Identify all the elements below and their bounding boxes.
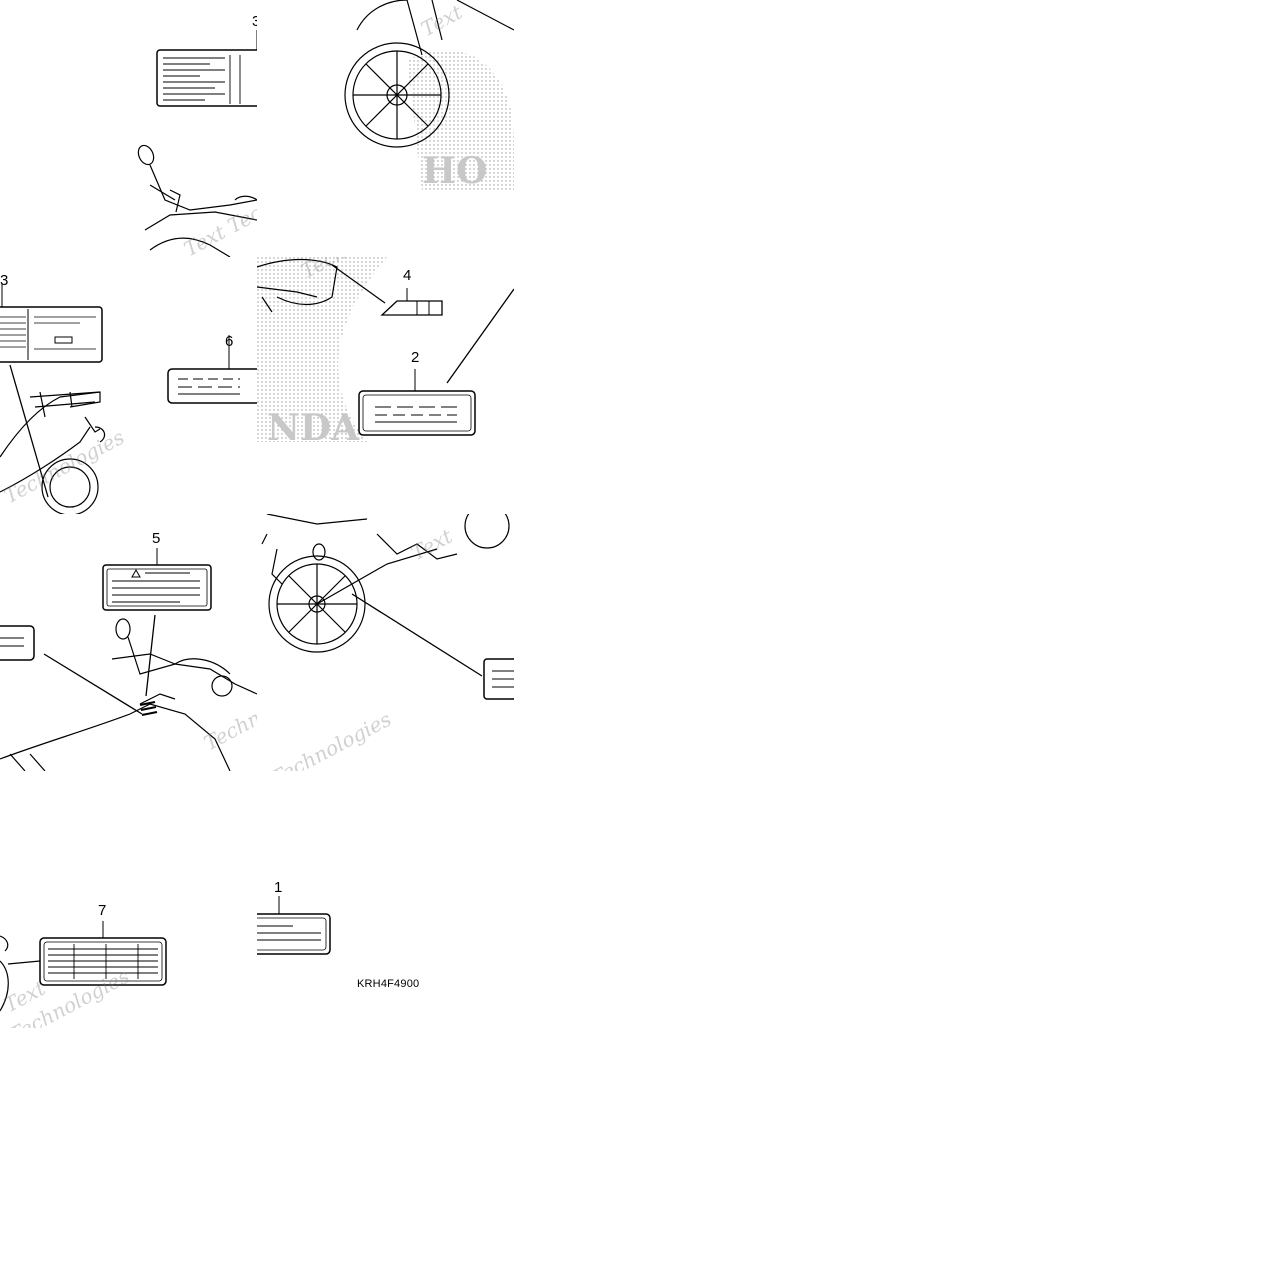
label-1-sketch xyxy=(257,896,331,955)
rear-wheel-sketch xyxy=(261,514,514,700)
diagram-tile-r2c0: 5 Technologies xyxy=(0,514,257,771)
frame-label-sketch xyxy=(0,921,167,1012)
svg-text:NDA: NDA xyxy=(267,407,360,449)
diagram-tile-r3c0: 7 Text Technologies xyxy=(0,771,257,1028)
callout-4: 4 xyxy=(403,267,412,284)
callout-2: 2 xyxy=(411,349,420,366)
diagram-part-code: KRH4F4900 xyxy=(357,978,420,990)
rear-carrier-sketch xyxy=(0,283,257,514)
front-wheel-sketch: HO xyxy=(344,0,514,192)
diagram-tile-r1c1: NDA 4 2 Technologies xyxy=(257,257,514,514)
callout-3-top: 3 xyxy=(252,13,257,30)
diagram-tile-r1c0: 3 6 Technologies xyxy=(0,257,257,514)
callout-6: 6 xyxy=(225,333,234,350)
callout-5: 5 xyxy=(152,530,161,547)
callout-7: 7 xyxy=(98,902,107,919)
diagram-tile-r0c0: 3 Text Techno xyxy=(0,0,257,257)
diagram-tile-r0c1: HO Text xyxy=(257,0,514,257)
callout-1: 1 xyxy=(274,879,283,896)
swingarm-sketch: NDA xyxy=(257,257,514,449)
diagram-tile-r3c1: 1 KRH4F4900 xyxy=(257,771,514,1028)
fuel-tank-sketch xyxy=(0,548,257,771)
handlebar-sketch xyxy=(137,30,257,257)
svg-text:HO: HO xyxy=(422,150,487,192)
callout-3-left: 3 xyxy=(0,272,9,289)
diagram-tile-r2c1: Text Technologies xyxy=(257,514,514,771)
